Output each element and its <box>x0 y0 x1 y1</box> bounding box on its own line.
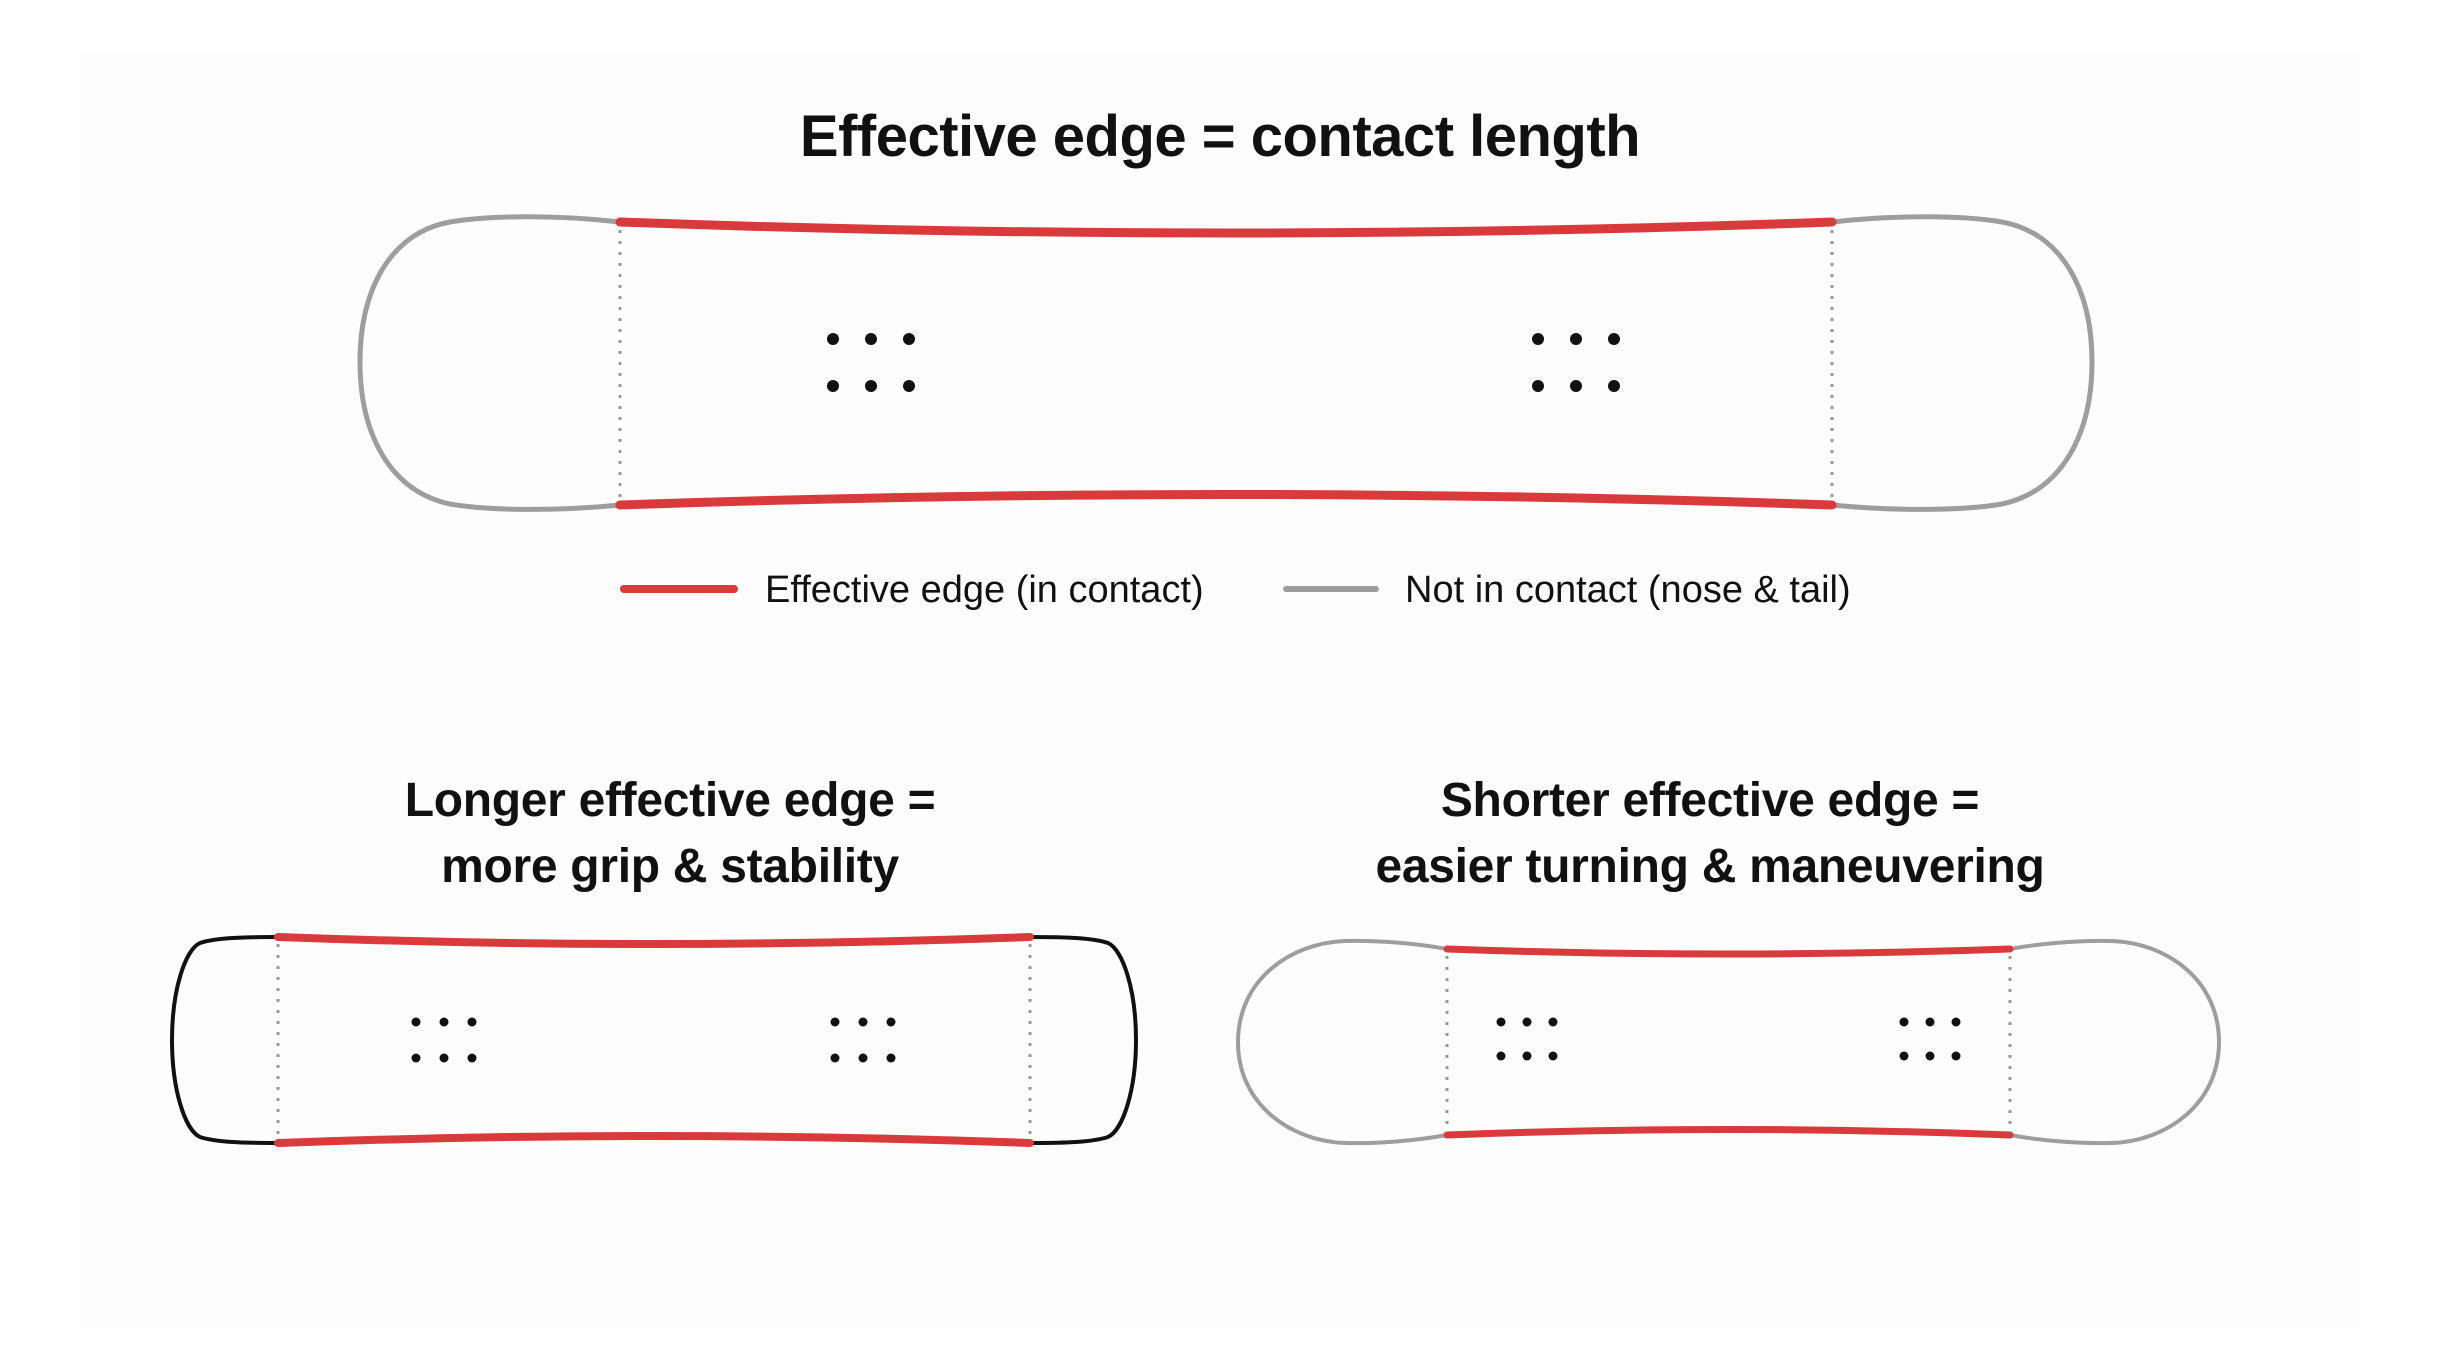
background-panel <box>78 52 2360 1330</box>
legend-not-in-contact-label: Not in contact (nose & tail) <box>1405 569 1851 611</box>
shorter-edge-caption: Shorter effective edge = easier turning … <box>1300 768 2120 900</box>
shorter-edge-board-front-inserts <box>1496 1017 1558 1061</box>
shorter-edge-board-rear-inserts <box>1899 1017 1961 1061</box>
legend: Effective edge (in contact) Not in conta… <box>620 569 1851 611</box>
main-board-top-effective-edge <box>615 217 1837 238</box>
main-board-bottom-effective-edge <box>615 490 1837 510</box>
shorter-edge-board-top-effective-edge <box>1443 945 2014 958</box>
longer-edge-caption-line-2: more grip & stability <box>441 840 899 893</box>
shorter-edge-board-nose <box>1235 938 1448 1146</box>
shorter-edge-caption-line-1: Shorter effective edge = <box>1440 774 1980 827</box>
longer-edge-board-nose <box>169 935 279 1145</box>
main-board-rear-inserts <box>1532 333 1620 392</box>
main-board <box>357 214 2095 512</box>
shorter-edge-board <box>1235 938 2222 1146</box>
longer-edge-board <box>169 933 1139 1147</box>
longer-edge-board-rear-inserts <box>830 1017 896 1063</box>
diagram-title: Effective edge = contact length <box>799 104 1641 169</box>
shorter-edge-board-tail <box>2009 938 2222 1146</box>
longer-edge-board-front-inserts <box>411 1017 477 1063</box>
main-board-nose <box>357 214 621 512</box>
shorter-edge-caption-line-2: easier turning & maneuvering <box>1375 840 2045 893</box>
shorter-edge-board-bottom-effective-edge <box>1443 1126 2014 1139</box>
legend-effective-edge-label: Effective edge (in contact) <box>765 569 1204 611</box>
main-board-tail <box>1831 214 2095 512</box>
longer-edge-board-tail <box>1029 935 1139 1145</box>
main-board-front-inserts <box>827 333 915 392</box>
longer-edge-caption: Longer effective edge = more grip & stab… <box>260 768 1080 900</box>
longer-edge-caption-line-1: Longer effective edge = <box>404 774 936 827</box>
longer-edge-board-bottom-effective-edge <box>274 1132 1034 1147</box>
longer-edge-board-top-effective-edge <box>274 933 1034 948</box>
